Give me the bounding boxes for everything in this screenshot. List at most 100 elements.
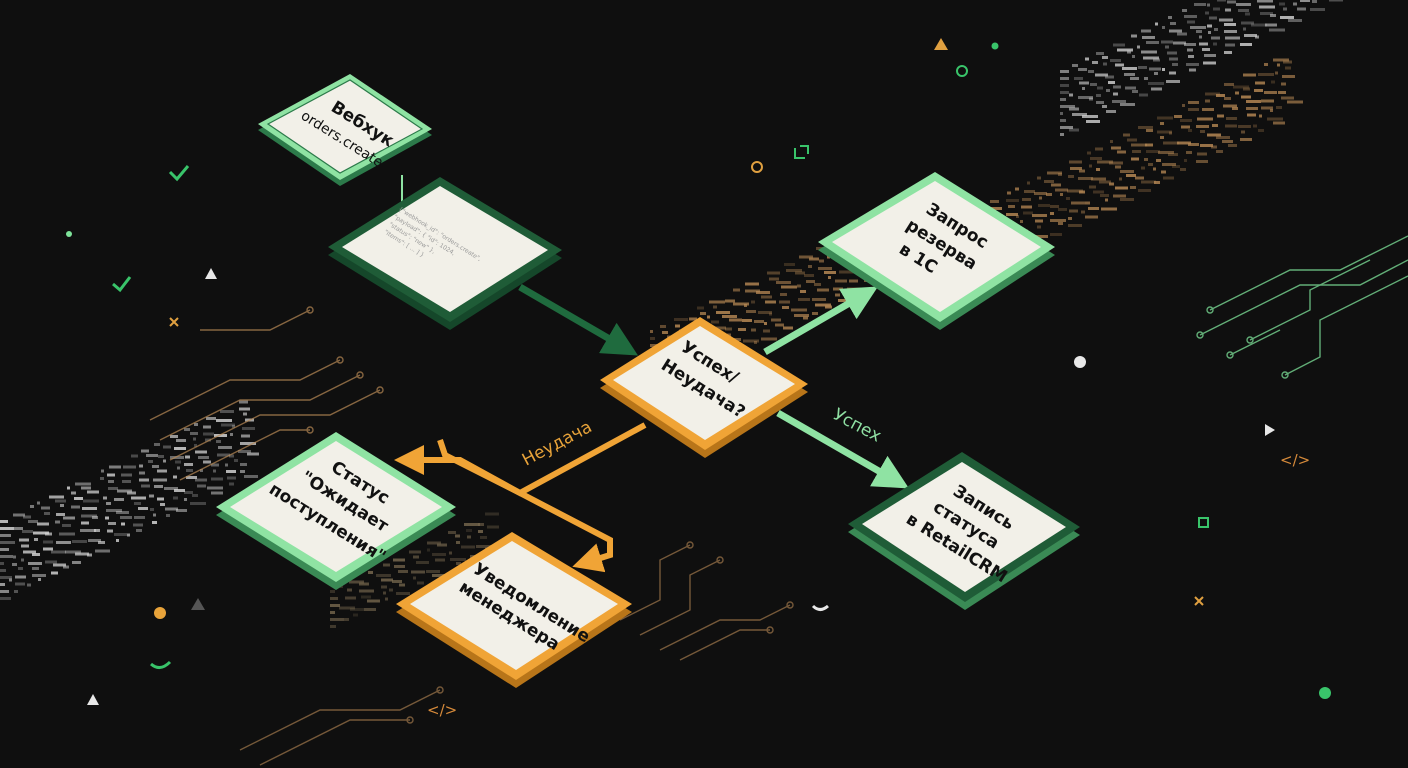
data-stream-dash bbox=[1113, 85, 1121, 89]
data-stream-dash bbox=[1069, 93, 1073, 97]
data-stream-dash bbox=[44, 512, 50, 515]
node-webhook[interactable]: Вебхук orders.create bbox=[258, 74, 432, 186]
data-stream-dash bbox=[662, 331, 668, 334]
data-stream-dash bbox=[1069, 160, 1082, 164]
data-stream-dash bbox=[1270, 14, 1276, 17]
data-stream-dash bbox=[1169, 131, 1172, 135]
data-stream-dash bbox=[1112, 100, 1126, 103]
node-decision[interactable]: Успех/ Неудача? bbox=[600, 317, 808, 458]
data-stream-dash bbox=[134, 516, 145, 519]
data-stream-dash bbox=[330, 625, 336, 628]
data-stream-dash bbox=[1060, 98, 1066, 101]
data-stream-dash bbox=[825, 305, 832, 309]
data-stream-dash bbox=[30, 505, 34, 508]
data-stream-dash bbox=[1113, 92, 1118, 96]
data-stream-dash bbox=[743, 339, 759, 343]
data-stream-dash bbox=[21, 544, 29, 548]
data-stream-dash bbox=[1270, 109, 1273, 112]
data-stream-dash bbox=[1132, 150, 1141, 153]
data-stream-dash bbox=[1096, 52, 1104, 55]
data-stream-dash bbox=[100, 477, 104, 480]
data-stream-dash bbox=[398, 570, 408, 573]
data-stream-dash bbox=[1254, 89, 1263, 92]
data-stream-dash bbox=[1132, 90, 1138, 93]
data-stream-dash bbox=[87, 490, 99, 494]
data-stream-dash bbox=[722, 315, 737, 318]
data-stream-dash bbox=[1086, 120, 1100, 123]
data-stream-dash bbox=[800, 290, 806, 293]
data-stream-dash bbox=[1020, 220, 1023, 223]
data-stream-dash bbox=[799, 255, 813, 259]
data-stream-dash bbox=[396, 592, 410, 595]
data-stream-dash bbox=[1120, 198, 1134, 201]
data-stream-dash bbox=[1202, 108, 1214, 111]
node-status[interactable]: Статус "Ожидает поступления" bbox=[216, 432, 456, 590]
data-stream-dash bbox=[1287, 100, 1303, 104]
data-stream-dash bbox=[1235, 91, 1239, 95]
data-stream-dash bbox=[1008, 205, 1015, 208]
cross-icon bbox=[1194, 596, 1204, 606]
data-stream-dash bbox=[38, 578, 41, 581]
data-stream-dash bbox=[1283, 60, 1292, 64]
data-stream-dash bbox=[1162, 68, 1165, 71]
data-stream-dash bbox=[1110, 140, 1113, 143]
data-stream-dash bbox=[742, 319, 752, 322]
data-stream-dash bbox=[158, 455, 164, 458]
data-stream-dash bbox=[227, 476, 236, 480]
data-stream-dash bbox=[1122, 67, 1137, 70]
data-stream-dash bbox=[1271, 80, 1275, 84]
node-record[interactable]: Запись статуса в RetailCRM bbox=[848, 452, 1080, 610]
node-payload[interactable]: {"webhook_id": "orders.create", "payload… bbox=[328, 177, 562, 330]
data-stream-dash bbox=[244, 475, 258, 478]
data-stream-dash bbox=[1158, 151, 1174, 154]
data-stream-dash bbox=[193, 437, 196, 441]
data-stream-dash bbox=[51, 571, 58, 575]
data-stream-dash bbox=[28, 520, 38, 523]
data-stream-dash bbox=[1258, 129, 1264, 132]
data-stream-dash bbox=[65, 550, 81, 554]
data-stream-dash bbox=[134, 502, 141, 505]
data-stream-dash bbox=[650, 330, 653, 333]
node-notify[interactable]: Уведомление менеджера bbox=[396, 532, 632, 688]
data-stream-dash bbox=[163, 459, 166, 463]
data-stream-dash bbox=[1117, 150, 1126, 154]
data-stream-dash bbox=[1154, 181, 1160, 184]
data-stream-dash bbox=[1240, 43, 1252, 46]
data-stream-dash bbox=[88, 539, 101, 542]
data-stream-dash bbox=[0, 520, 8, 523]
data-stream-dash bbox=[122, 480, 131, 483]
data-stream-dash bbox=[1184, 43, 1196, 46]
data-stream-dash bbox=[733, 302, 749, 306]
data-stream-dash bbox=[1224, 30, 1237, 33]
data-stream-dash bbox=[1095, 147, 1103, 151]
triangle-icon bbox=[205, 268, 217, 279]
data-stream-dash bbox=[94, 529, 100, 532]
data-stream-dash bbox=[1261, 99, 1274, 103]
data-stream-dash bbox=[1277, 63, 1280, 67]
data-stream-dash bbox=[1170, 22, 1176, 25]
data-stream-dash bbox=[1246, 100, 1261, 103]
data-stream-dash bbox=[1260, 12, 1273, 15]
data-stream-dash bbox=[139, 471, 145, 475]
data-stream-dash bbox=[361, 595, 371, 599]
data-stream-dash bbox=[399, 583, 405, 587]
data-stream-dash bbox=[464, 523, 480, 526]
data-stream-dash bbox=[239, 400, 248, 404]
data-stream-dash bbox=[1213, 42, 1217, 46]
data-stream-dash bbox=[1102, 56, 1108, 59]
decorative-icons: </> </> bbox=[66, 38, 1331, 719]
data-stream-dash bbox=[62, 524, 71, 527]
data-stream-dash bbox=[81, 521, 89, 525]
data-stream-dash bbox=[14, 527, 23, 530]
data-stream-dash bbox=[1058, 173, 1062, 176]
data-stream-dash bbox=[1246, 107, 1258, 110]
data-stream-dash bbox=[1153, 167, 1156, 171]
data-stream-dash bbox=[32, 567, 39, 570]
data-stream-dash bbox=[716, 311, 730, 314]
data-stream-dash bbox=[1135, 176, 1144, 180]
data-stream-dash bbox=[37, 522, 49, 526]
data-stream-dash bbox=[990, 200, 999, 203]
node-reserve[interactable]: Запрос резерва в 1С bbox=[818, 172, 1055, 330]
data-stream-dash bbox=[34, 538, 38, 541]
data-stream-dash bbox=[43, 540, 53, 544]
